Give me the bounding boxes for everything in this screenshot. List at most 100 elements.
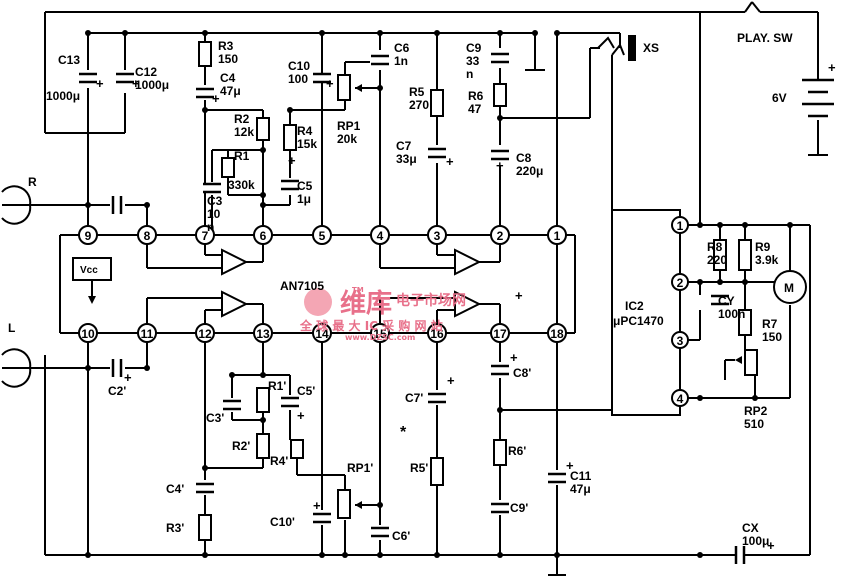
- motor-symbol: [773, 270, 807, 304]
- watermark-tagline: 全 球 最 大 IC 采 购 网 站: [299, 318, 443, 333]
- label-C9p: C9': [510, 501, 528, 515]
- label-C10p: C10': [270, 515, 295, 529]
- label-C9: n: [466, 67, 473, 81]
- capacitor-C3: [202, 182, 222, 194]
- resistor-R4: [283, 124, 297, 151]
- label-C3p: C3': [206, 411, 224, 425]
- label-RP1p: RP1': [347, 461, 373, 475]
- resistors: [198, 41, 752, 541]
- pin-11: 11: [137, 323, 157, 343]
- label-C5: C5: [297, 179, 313, 193]
- label-CY: CY: [718, 294, 735, 308]
- plus-sign: +: [313, 498, 321, 513]
- jack-l-label: L: [8, 321, 15, 335]
- label-R3: R3: [218, 39, 234, 53]
- label-R9: 3.9k: [755, 253, 779, 267]
- pin-label: 13: [256, 327, 270, 341]
- capacitor-C1: [111, 195, 123, 215]
- label-R2p: R2': [232, 439, 250, 453]
- resistor-R6: [493, 83, 507, 107]
- resistor-R2p: [256, 433, 270, 459]
- label-C2p: C2': [108, 384, 126, 398]
- capacitor-C8: [490, 149, 510, 161]
- pin-label: 1: [554, 229, 561, 243]
- label-R6: 47: [468, 102, 482, 116]
- pin-15: 15: [370, 323, 390, 343]
- xs-label: XS: [643, 41, 659, 55]
- label-C8: C8: [516, 151, 532, 165]
- pin-8: 8: [137, 225, 157, 245]
- component-labels: C131000μC121000μR3150C447μC10100C61nRP12…: [8, 31, 836, 553]
- junction-dots: [85, 30, 793, 558]
- label-CX: CX: [742, 521, 759, 535]
- motor-label: M: [784, 281, 794, 295]
- switch-label: PLAY. SW: [737, 31, 793, 45]
- label-RP1: 20k: [337, 132, 357, 146]
- pin-label: 18: [550, 327, 564, 341]
- label-C12: 1000μ: [135, 78, 169, 92]
- ic2-box: [611, 209, 681, 416]
- label-RP2: RP2: [744, 404, 768, 418]
- label-C4: 47μ: [220, 84, 241, 98]
- pin-14: 14: [312, 323, 332, 343]
- resistor-R5p: [430, 457, 444, 486]
- resistor-R2: [256, 117, 270, 141]
- capacitor-C13: [78, 72, 98, 84]
- label-R4p: R4': [270, 454, 288, 468]
- label-R7: R7: [762, 317, 778, 331]
- watermark-tm: TM: [352, 286, 364, 294]
- pin-label: 4: [377, 229, 384, 243]
- label-C11: 47μ: [570, 482, 591, 496]
- plus-sign: +: [446, 154, 454, 169]
- pin-12: 12: [195, 323, 215, 343]
- label-C10: 100: [288, 72, 308, 86]
- resistor-R7: [738, 309, 752, 336]
- pin-label: 1: [677, 219, 684, 233]
- ic2-pin-2: 2: [671, 273, 689, 291]
- label-C13: 1000μ: [46, 89, 80, 103]
- battery-label: 6V: [772, 91, 787, 105]
- pin-label: 2: [497, 229, 504, 243]
- plus-sign: +: [515, 288, 523, 303]
- pin-13: 13: [253, 323, 273, 343]
- pin-label: 17: [493, 327, 507, 341]
- label-CY: 100n: [718, 307, 745, 321]
- capacitor-C9: [490, 52, 510, 64]
- label-R4: R4: [297, 124, 313, 138]
- play-switch: [744, 1, 790, 13]
- battery: [802, 78, 834, 118]
- star-marker: *: [400, 424, 407, 441]
- label-C3: n: [207, 220, 214, 234]
- xs-jack: [597, 35, 636, 61]
- watermark-logo: 维库 电子市场网 全 球 最 大 IC 采 购 网 站 www.DZSC.com…: [299, 286, 466, 342]
- label-R5: 270: [409, 98, 429, 112]
- capacitor-C3p: [222, 399, 242, 411]
- pin-label: 8: [144, 229, 151, 243]
- label-C6: 1n: [394, 54, 408, 68]
- resistor-R3p: [198, 514, 212, 541]
- pin-5: 5: [312, 225, 332, 245]
- label-R3p: R3': [166, 521, 184, 535]
- label-R1-val: 330k: [228, 178, 255, 192]
- label-C3: C3: [207, 194, 223, 208]
- pin-2: 2: [490, 225, 510, 245]
- pin-3: 3: [427, 225, 447, 245]
- capacitor-C6p: [370, 526, 390, 538]
- resistor-R1: [221, 157, 235, 178]
- plus-sign: +: [288, 153, 296, 168]
- pin-label: 12: [198, 327, 212, 341]
- pin-label: 2: [677, 276, 684, 290]
- label-C5p: C5': [297, 384, 315, 398]
- label-C12: C12: [135, 65, 157, 79]
- label-R8: R8: [707, 240, 723, 254]
- resistor-R6p: [493, 439, 507, 466]
- label-RP2: 510: [744, 417, 764, 431]
- pin-label: 14: [315, 327, 329, 341]
- label-R8: 220: [707, 253, 727, 267]
- plus-sign: +: [566, 458, 574, 473]
- capacitor-C8p: [490, 364, 510, 376]
- plus-sign: +: [767, 538, 775, 553]
- label-C7: C7: [396, 139, 412, 153]
- label-C11: C11: [570, 469, 592, 483]
- pin-label: 3: [677, 334, 684, 348]
